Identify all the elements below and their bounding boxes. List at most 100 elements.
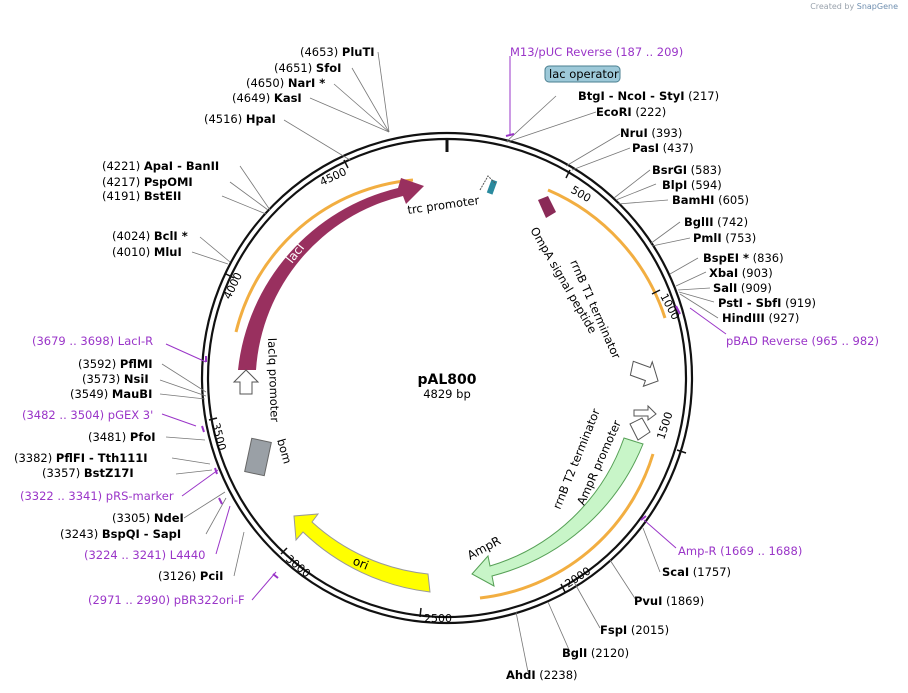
lac-operator-badge xyxy=(544,65,621,83)
leader-line xyxy=(283,119,351,161)
leader-line xyxy=(377,51,390,133)
primer-LacI-R: (3679 .. 3698) LacI-R xyxy=(32,334,153,348)
site-PflFI: (3382) PflFI - Tth111I xyxy=(14,451,148,465)
site-NdeI: (3305) NdeI xyxy=(112,511,184,525)
primer-leader xyxy=(165,343,207,363)
leader-line xyxy=(571,147,631,171)
feature-lacIq-promoter[interactable] xyxy=(232,369,260,395)
primer-leader xyxy=(643,519,677,549)
scale-tick xyxy=(651,289,661,295)
leader-line xyxy=(642,527,661,573)
lac-operator-badge-label: lac operator xyxy=(549,67,619,81)
primer-pBAD: pBAD Reverse (965 .. 982) xyxy=(726,334,879,348)
primer-pBR322ori: (2971 .. 2990) pBR322ori-F xyxy=(88,593,245,607)
site-BtgI: BtgI - NcoI - StyI (217) xyxy=(578,89,719,103)
label-AmpR: AmpR xyxy=(465,533,503,562)
site-PluTI: (4653) PluTI xyxy=(300,45,375,59)
leader-line xyxy=(183,491,226,519)
site-PfoI: (3481) PfoI xyxy=(88,430,156,444)
leader-line xyxy=(171,457,211,465)
leader-line xyxy=(161,363,207,393)
site-ApaI: (4221) ApaI - BanII xyxy=(102,159,219,173)
feature-rrnB-T1[interactable] xyxy=(626,356,663,391)
site-BclI: (4024) BclI * xyxy=(112,229,188,243)
feature-bom[interactable] xyxy=(244,437,272,477)
scale-tick xyxy=(208,417,218,421)
primer-pGEX: (3482 .. 3504) pGEX 3' xyxy=(22,408,153,422)
leader-line xyxy=(239,165,271,211)
leader-line xyxy=(565,133,621,167)
tick-label-3000: 3000 xyxy=(283,552,313,580)
leader-line xyxy=(651,237,691,247)
site-MauBI: (3549) MauBI xyxy=(70,387,152,401)
site-BsrGI: BsrGI (583) xyxy=(652,163,722,177)
feature-lac-operator[interactable] xyxy=(486,179,498,195)
leader-line xyxy=(547,601,571,653)
site-BspQI: (3243) BspQI - SapI xyxy=(60,527,181,541)
site-HpaI: (4516) HpaI xyxy=(204,112,276,126)
leader-lines xyxy=(159,51,719,673)
site-SalI: SalI (909) xyxy=(713,281,772,295)
primer-leader xyxy=(689,307,727,335)
feature-ori[interactable] xyxy=(293,513,431,593)
site-BstEII: (4191) BstEII xyxy=(102,189,181,203)
site-FspI: FspI (2015) xyxy=(600,623,669,637)
feature-ompA[interactable] xyxy=(538,196,556,218)
leader-line xyxy=(505,95,557,143)
site-BglII: BglII (742) xyxy=(684,215,748,229)
orf-arc-ampR xyxy=(479,453,655,600)
tick-label-1500: 1500 xyxy=(654,410,675,441)
primer-tick xyxy=(675,305,681,315)
leader-line xyxy=(191,251,229,265)
leader-line xyxy=(175,469,213,475)
sites-left: (4653) PluTI (4651) SfoI (4650) NarI * (… xyxy=(14,45,375,583)
leader-line xyxy=(669,257,699,275)
primer-tick xyxy=(201,425,205,433)
site-KasI: (4649) KasI xyxy=(232,91,302,105)
leader-line xyxy=(199,236,231,263)
snapgene-logo: SnapGene xyxy=(856,2,898,11)
leader-line xyxy=(609,559,637,601)
site-XbaI: XbaI (903) xyxy=(709,266,773,280)
leader-line xyxy=(679,293,719,319)
promoter-trc-glyph xyxy=(479,175,497,191)
site-PciI: (3126) PciI xyxy=(158,569,223,583)
leader-line xyxy=(617,199,669,205)
leader-line xyxy=(309,97,390,133)
leader-line xyxy=(221,195,267,215)
primer-leader xyxy=(251,571,277,601)
feature-AmpR-promoter-arrow[interactable] xyxy=(629,417,651,441)
primer-AmpR: Amp-R (1669 .. 1688) xyxy=(678,544,802,558)
feature-AmpR[interactable] xyxy=(471,437,644,587)
scale-tick xyxy=(225,273,235,279)
orf-arc-lacI xyxy=(234,178,414,333)
leader-line xyxy=(165,436,206,441)
primers: M13/pUC Reverse (187 .. 209) pBAD Revers… xyxy=(20,45,879,607)
leader-line xyxy=(233,531,245,577)
primer-leader xyxy=(161,413,197,427)
leader-line xyxy=(615,183,657,201)
primer-tick xyxy=(272,573,279,579)
scale-tick xyxy=(676,449,687,454)
label-lacIq-promoter: lacIq promoter xyxy=(265,338,282,423)
site-SfoI: (4651) SfoI xyxy=(274,61,341,75)
site-BspEI: BspEI * (836) xyxy=(703,251,784,265)
orf-arcs xyxy=(234,178,667,600)
scale-tick xyxy=(560,583,566,593)
leader-line xyxy=(675,271,707,287)
leader-line xyxy=(159,379,207,397)
sites-right: BtgI - NcoI - StyI (217) EcoRI (222) Nru… xyxy=(506,89,816,682)
site-BglI: BglI (2120) xyxy=(562,646,629,660)
primer-tick xyxy=(640,515,647,521)
site-NsiI: (3573) NsiI xyxy=(82,372,149,386)
feature-rrnB-T2[interactable] xyxy=(633,404,657,421)
site-PvuI: PvuI (1869) xyxy=(634,594,704,608)
feature-lacI[interactable] xyxy=(238,178,424,370)
site-PflMI: (3592) PflMI xyxy=(78,357,153,371)
site-PspOMI: (4217) PspOMI xyxy=(102,175,193,189)
label-ori: ori xyxy=(351,554,371,573)
site-AhdI: AhdI (2238) xyxy=(506,668,578,682)
label-bom: bom xyxy=(274,437,294,465)
leader-line xyxy=(515,611,529,673)
